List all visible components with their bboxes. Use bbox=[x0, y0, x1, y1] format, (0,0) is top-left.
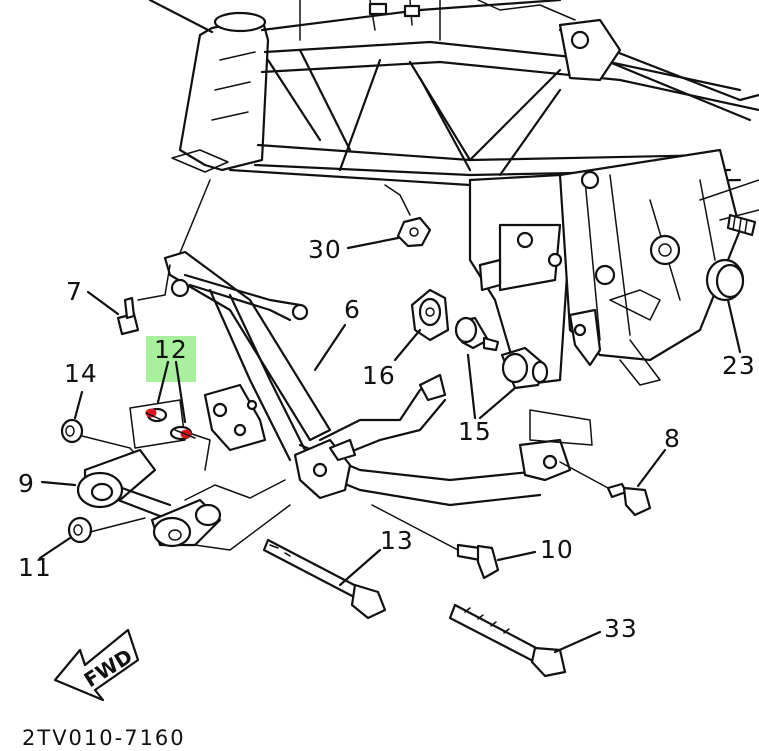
label-12: 12 bbox=[154, 335, 188, 364]
collar-11 bbox=[38, 516, 146, 560]
part-labels: 7 12 14 9 11 30 6 16 15 23 8 13 10 33 2T… bbox=[18, 235, 756, 750]
label-23: 23 bbox=[722, 351, 756, 380]
pin-10 bbox=[371, 504, 537, 580]
bushing-15 bbox=[454, 316, 593, 446]
highlight-12 bbox=[146, 336, 196, 382]
bushing-12 bbox=[129, 336, 211, 471]
label-7: 7 bbox=[66, 277, 83, 306]
label-33: 33 bbox=[604, 614, 638, 643]
link-9 bbox=[40, 448, 291, 551]
label-6: 6 bbox=[344, 295, 361, 324]
bolt-13 bbox=[262, 538, 387, 620]
label-11: 11 bbox=[18, 553, 52, 582]
label-9: 9 bbox=[18, 469, 35, 498]
label-15: 15 bbox=[458, 417, 492, 446]
bolt-7 bbox=[86, 264, 171, 336]
clip-30 bbox=[346, 184, 432, 250]
label-30: 30 bbox=[308, 235, 342, 264]
cap-23 bbox=[705, 258, 745, 354]
fwd-arrow-icon: FWD bbox=[53, 628, 140, 702]
diagram-code: 2TV010-7160 bbox=[22, 726, 186, 750]
label-13: 13 bbox=[380, 526, 414, 555]
washer-14 bbox=[60, 390, 151, 471]
damper-16 bbox=[393, 288, 450, 362]
lower-cradle bbox=[163, 179, 572, 507]
label-8: 8 bbox=[664, 424, 681, 453]
label-14: 14 bbox=[64, 359, 98, 388]
label-10: 10 bbox=[540, 535, 574, 564]
bolt-8 bbox=[559, 448, 667, 517]
label-16: 16 bbox=[362, 361, 396, 390]
cable-tie-33 bbox=[448, 603, 602, 678]
